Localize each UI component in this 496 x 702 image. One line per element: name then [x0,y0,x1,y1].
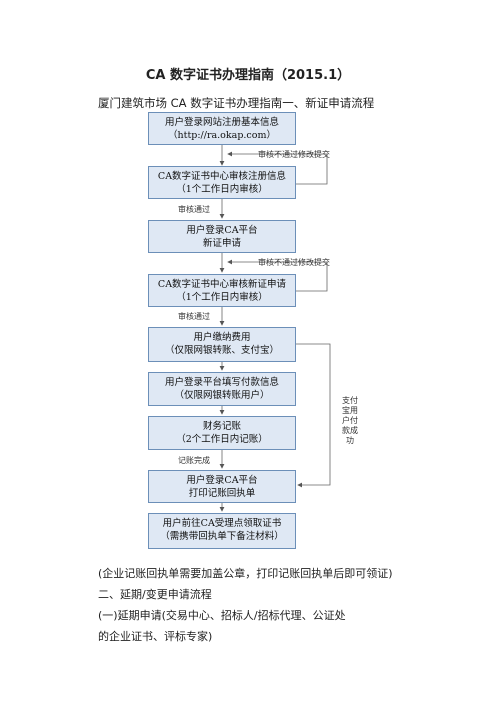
reject-label-2: 审核不通过修改提交 [258,258,330,267]
flow-step-line1: CA数字证书中心审核新证申请 [157,279,287,290]
flow-step-review-registration: CA数字证书中心审核注册信息 （1个工作日内审核） [148,166,296,199]
page-title: CA 数字证书办理指南（2015.1） [145,68,351,83]
flowchart-connectors [219,144,331,512]
subsection-1-line2: 的企业证书、评标专家) [98,630,213,643]
flow-step-line2: （2个工作日内记账） [176,434,268,445]
reject-label-1: 审核不通过修改提交 [258,150,330,159]
pass-label-1: 审核通过 [178,205,210,214]
flow-step-line1: 用户登录CA平台 [186,225,258,236]
flow-step-payment: 用户缴纳费用 （仅限网银转账、支付宝） [148,327,296,362]
flow-step-new-application: 用户登录CA平台 新证申请 [148,220,296,253]
flow-step-line2: （仅限网银转账用户） [174,390,270,401]
flow-step-register: 用户登录网站注册基本信息 （http://ra.okap.com） [148,112,296,145]
flow-step-line1: 用户登录网站注册基本信息 [164,117,279,128]
flow-step-line2: 打印记账回执单 [188,488,256,499]
flow-step-line1: 用户登录CA平台 [186,475,258,486]
intro-heading: 厦门建筑市场 CA 数字证书办理指南一、新证申请流程 [98,96,375,110]
flow-step-line2: （1个工作日内审核） [176,184,268,195]
flow-step-payment-info: 用户登录平台填写付款信息 （仅限网银转账用户） [148,372,296,406]
flow-step-print-receipt: 用户登录CA平台 打印记账回执单 [148,470,296,503]
flow-step-line2: 新证申请 [202,238,241,249]
flow-step-line1: 用户登录平台填写付款信息 [164,377,279,388]
flow-step-line1: 用户前往CA受理点领取证书 [162,518,282,529]
flow-step-accounting: 财务记账 （2个工作日内记账） [148,416,296,450]
flow-step-line2: （http://ra.okap.com） [168,130,276,141]
flow-step-line2: （1个工作日内审核） [176,292,268,303]
flow-step-review-application: CA数字证书中心审核新证申请 （1个工作日内审核） [148,274,296,307]
recorded-label: 记账完成 [178,456,210,465]
flow-step-line1: 用户缴纳费用 [193,332,251,343]
subsection-1-line1: (一)延期申请(交易中心、招标人/招标代理、公证处 [98,609,346,622]
flow-step-collect-certificate: 用户前往CA受理点领取证书 （需携带回执单下备注材料） [148,513,296,549]
flow-step-line2: （需携带回执单下备注材料） [160,531,284,542]
pass-label-2: 审核通过 [178,312,210,321]
receipt-note: (企业记账回执单需要加盖公章，打印记账回执单后即可领证) [98,567,393,580]
flow-step-line2: （仅限网银转账、支付宝） [164,345,279,356]
flow-step-line1: 财务记账 [202,421,241,432]
alipay-label: 支付宝用户付款成功 [341,396,359,446]
flow-step-line1: CA数字证书中心审核注册信息 [157,171,287,182]
section-2-heading: 二、延期/变更申请流程 [98,588,212,601]
